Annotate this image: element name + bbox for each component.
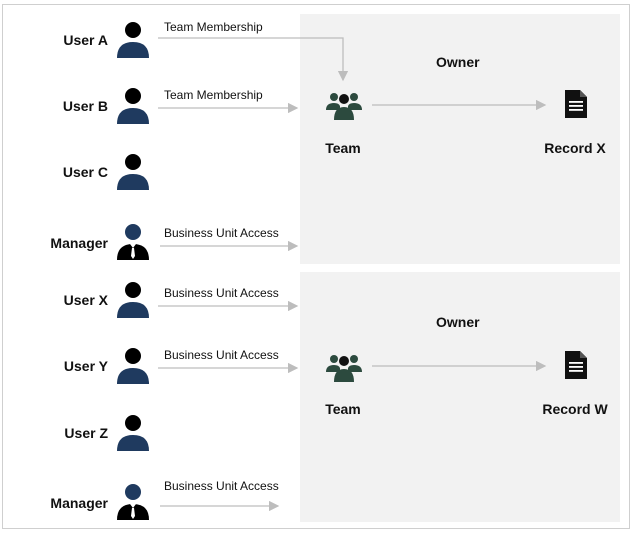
owner-label: Owner	[436, 314, 480, 330]
user-icon	[117, 415, 149, 451]
user-label: Manager	[50, 235, 108, 251]
team-label: Team	[325, 140, 361, 156]
link-label: Business Unit Access	[164, 226, 279, 240]
user-label: User Z	[64, 425, 108, 441]
owner-label: Owner	[436, 54, 480, 70]
record-label: Record X	[544, 140, 606, 156]
arrow-user-a-to-team	[158, 37, 349, 82]
user-label: User A	[63, 32, 108, 48]
owner-panel-bottom	[300, 272, 620, 522]
document-icon	[565, 351, 587, 379]
link-label: Team Membership	[164, 88, 263, 102]
manager-icon	[117, 484, 149, 520]
manager-icon	[117, 224, 149, 260]
document-icon	[565, 90, 587, 118]
link-label: Business Unit Access	[164, 348, 279, 362]
team-icon	[326, 93, 362, 120]
user-icon	[117, 88, 149, 124]
link-label: Business Unit Access	[164, 286, 279, 300]
record-label: Record W	[542, 401, 608, 417]
user-label: Manager	[50, 495, 108, 511]
team-label: Team	[325, 401, 361, 417]
user-icon	[117, 154, 149, 190]
link-label: Team Membership	[164, 20, 263, 34]
user-label: User B	[62, 98, 108, 114]
user-icon	[117, 348, 149, 384]
diagram-frame	[2, 4, 630, 529]
user-label: User C	[62, 164, 108, 180]
owner-panel-top	[300, 14, 620, 264]
user-label: User Y	[63, 358, 108, 374]
user-icon	[117, 282, 149, 318]
user-label: User X	[63, 292, 108, 308]
link-label: Business Unit Access	[164, 479, 279, 493]
user-icon	[117, 22, 149, 58]
team-icon	[326, 355, 362, 382]
